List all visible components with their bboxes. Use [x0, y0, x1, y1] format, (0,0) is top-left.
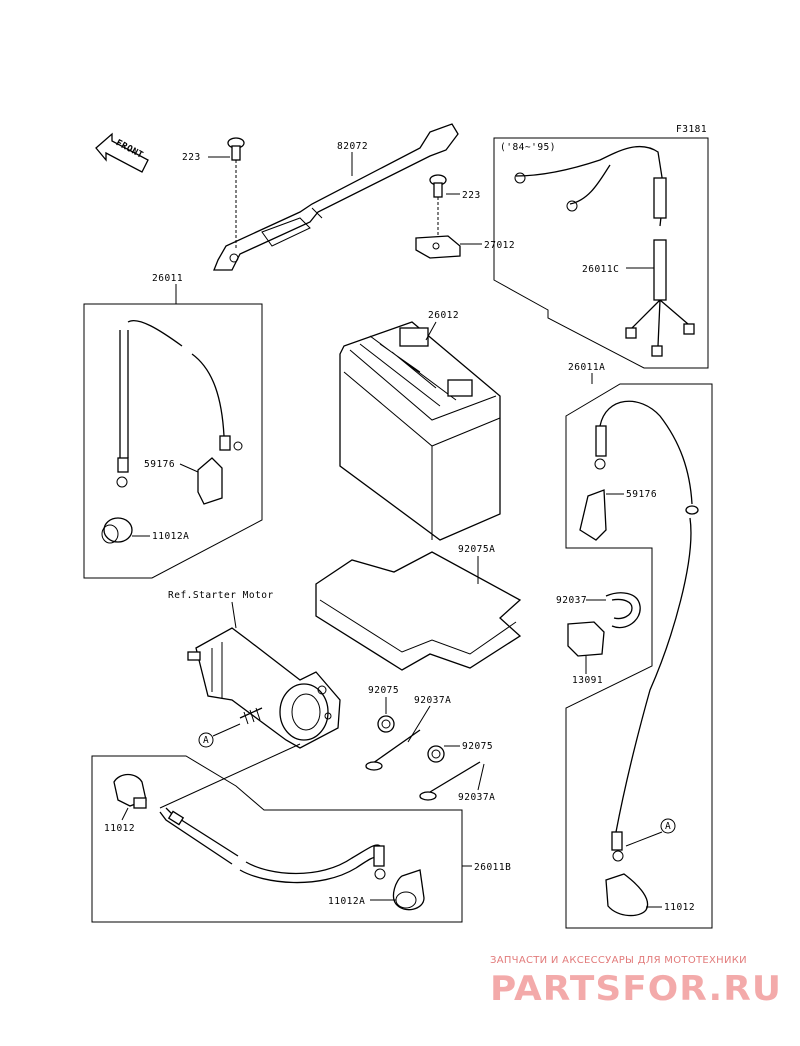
harness-26011c-box: ('84~'95) 26011C: [493, 137, 709, 369]
figure-code: F3181: [676, 124, 707, 135]
part-label-92037a-top: 92037A: [414, 695, 451, 706]
year-range-label: ('84~'95): [500, 142, 556, 153]
part-label-223-right: 223: [462, 190, 481, 201]
cable-26011b-box: 11012 26011B 11012A: [91, 743, 511, 923]
part-label-11012a-left: 11012A: [152, 531, 189, 542]
marker-a-left: A: [203, 735, 209, 746]
part-label-59176-right: 59176: [626, 489, 657, 500]
bolt-223-left: [227, 137, 245, 250]
clamp-92037: 92037: [556, 592, 641, 629]
ref-starter-motor-label: Ref.Starter Motor: [168, 590, 274, 601]
watermark-tagline: ЗАПЧАСТИ И АКСЕССУАРЫ ДЛЯ МОТОТЕХНИКИ: [490, 955, 747, 966]
watermark: ЗАПЧАСТИ И АКСЕССУАРЫ ДЛЯ МОТОТЕХНИКИ PA…: [490, 955, 782, 1009]
grommet-92075-right: 92075: [427, 741, 493, 763]
part-label-92075-left: 92075: [368, 685, 399, 696]
part-label-26011: 26011: [152, 273, 183, 284]
part-label-92037: 92037: [556, 595, 587, 606]
part-label-92075-right: 92075: [462, 741, 493, 752]
bracket-27012: [415, 235, 461, 259]
battery-strap: [213, 123, 459, 271]
cable-26011a-box: 26011A 59176 A 11012: [565, 362, 713, 929]
part-label-59176-left: 59176: [144, 459, 175, 470]
part-label-92037a-bottom: 92037A: [458, 792, 495, 803]
pad-92075a: 92075A: [315, 544, 522, 671]
starter-motor: [187, 627, 341, 749]
clip-92037a-right: 92037A: [419, 761, 495, 803]
marker-a-right: A: [665, 821, 671, 832]
part-label-82072: 82072: [337, 141, 368, 152]
part-label-26012: 26012: [428, 310, 459, 321]
part-label-26011b: 26011B: [474, 862, 511, 873]
front-arrow-icon: FRONT: [95, 132, 149, 173]
part-label-13091: 13091: [572, 675, 603, 686]
part-label-26011c: 26011C: [582, 264, 619, 275]
part-label-223-left: 223: [182, 152, 201, 163]
part-label-27012: 27012: [484, 240, 515, 251]
bolt-223-right: [429, 174, 447, 238]
battery-26012: 26012: [339, 310, 501, 541]
part-label-11012-right: 11012: [664, 902, 695, 913]
cable-26011-box: 26011 59176 11012A: [83, 273, 263, 579]
cushion-13091: 13091: [567, 621, 605, 686]
part-label-92075a: 92075A: [458, 544, 495, 555]
grommet-92075-left: 92075: [368, 685, 399, 733]
part-label-11012a-bottom: 11012A: [328, 896, 365, 907]
part-label-26011a: 26011A: [568, 362, 605, 373]
watermark-logo: PARTSFOR.RU: [490, 969, 782, 1009]
clip-92037a-left: 92037A: [365, 695, 451, 771]
part-label-11012-left: 11012: [104, 823, 135, 834]
